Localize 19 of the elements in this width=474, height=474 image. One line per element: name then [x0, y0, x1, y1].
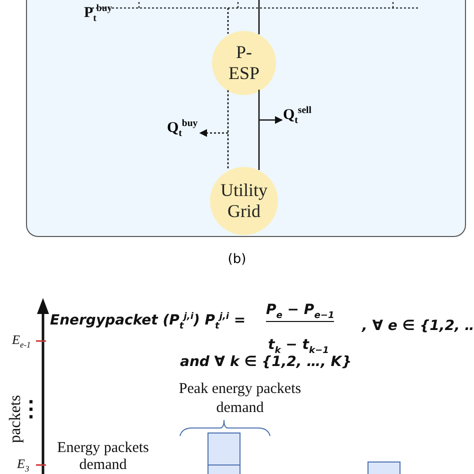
caption: (b) [226, 252, 248, 267]
equation-text: Energypacket (P$_{t}$$^{j,i}$) P$_{t}$$^{j,i}$ = [50, 312, 246, 332]
annotation-text: Energy packets demand [56, 440, 150, 474]
panel-box [26, 0, 466, 237]
annotation-text: Peak energy packets demand [178, 380, 302, 418]
circle-node: Utility Grid [210, 167, 278, 235]
connector-line [258, 0, 260, 34]
equation-text: and ∀ k ∈ {1,2, …, K} [180, 354, 352, 370]
tick-label: E$_{3}$ [17, 456, 30, 474]
tick-label: E$_{e-1}$ [12, 332, 31, 350]
connector-line [258, 90, 260, 170]
equation-text: , ∀ e ∈ {1,2, … [362, 318, 474, 334]
arrow [259, 116, 283, 124]
equation-denominator: t$_{k}$ − t$_{k−1}$ [268, 337, 329, 356]
connector-line [227, 90, 229, 170]
circle-node: P- ESP [212, 31, 276, 95]
arrow [199, 129, 228, 137]
connector-line [227, 8, 229, 34]
equation-numerator: P$_{e}$ − P$_{e−1}$ [266, 302, 334, 322]
